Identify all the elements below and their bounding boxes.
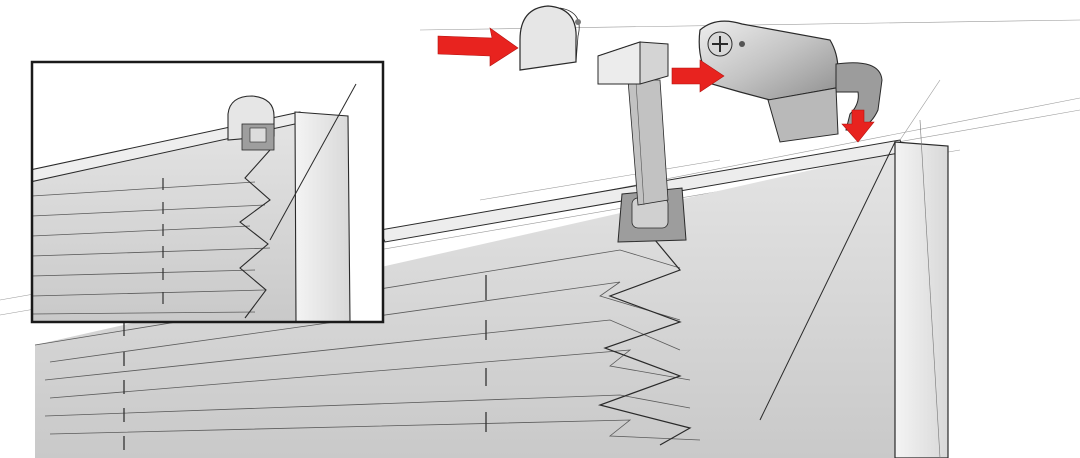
arrows [437,27,875,143]
fabric-guide [617,79,687,243]
window-frame [759,119,949,458]
arrow-into-bracket [671,59,725,93]
inset-border [30,60,385,324]
arrow-down-to-frame [841,109,875,143]
pleat-edge [597,239,692,446]
inset-closeup [30,60,385,324]
arrow-to-end-cap [437,27,519,67]
cord-holes [123,275,487,450]
headrail-bracket [698,20,883,143]
mounting-clip [597,41,669,85]
end-cap [519,5,581,71]
